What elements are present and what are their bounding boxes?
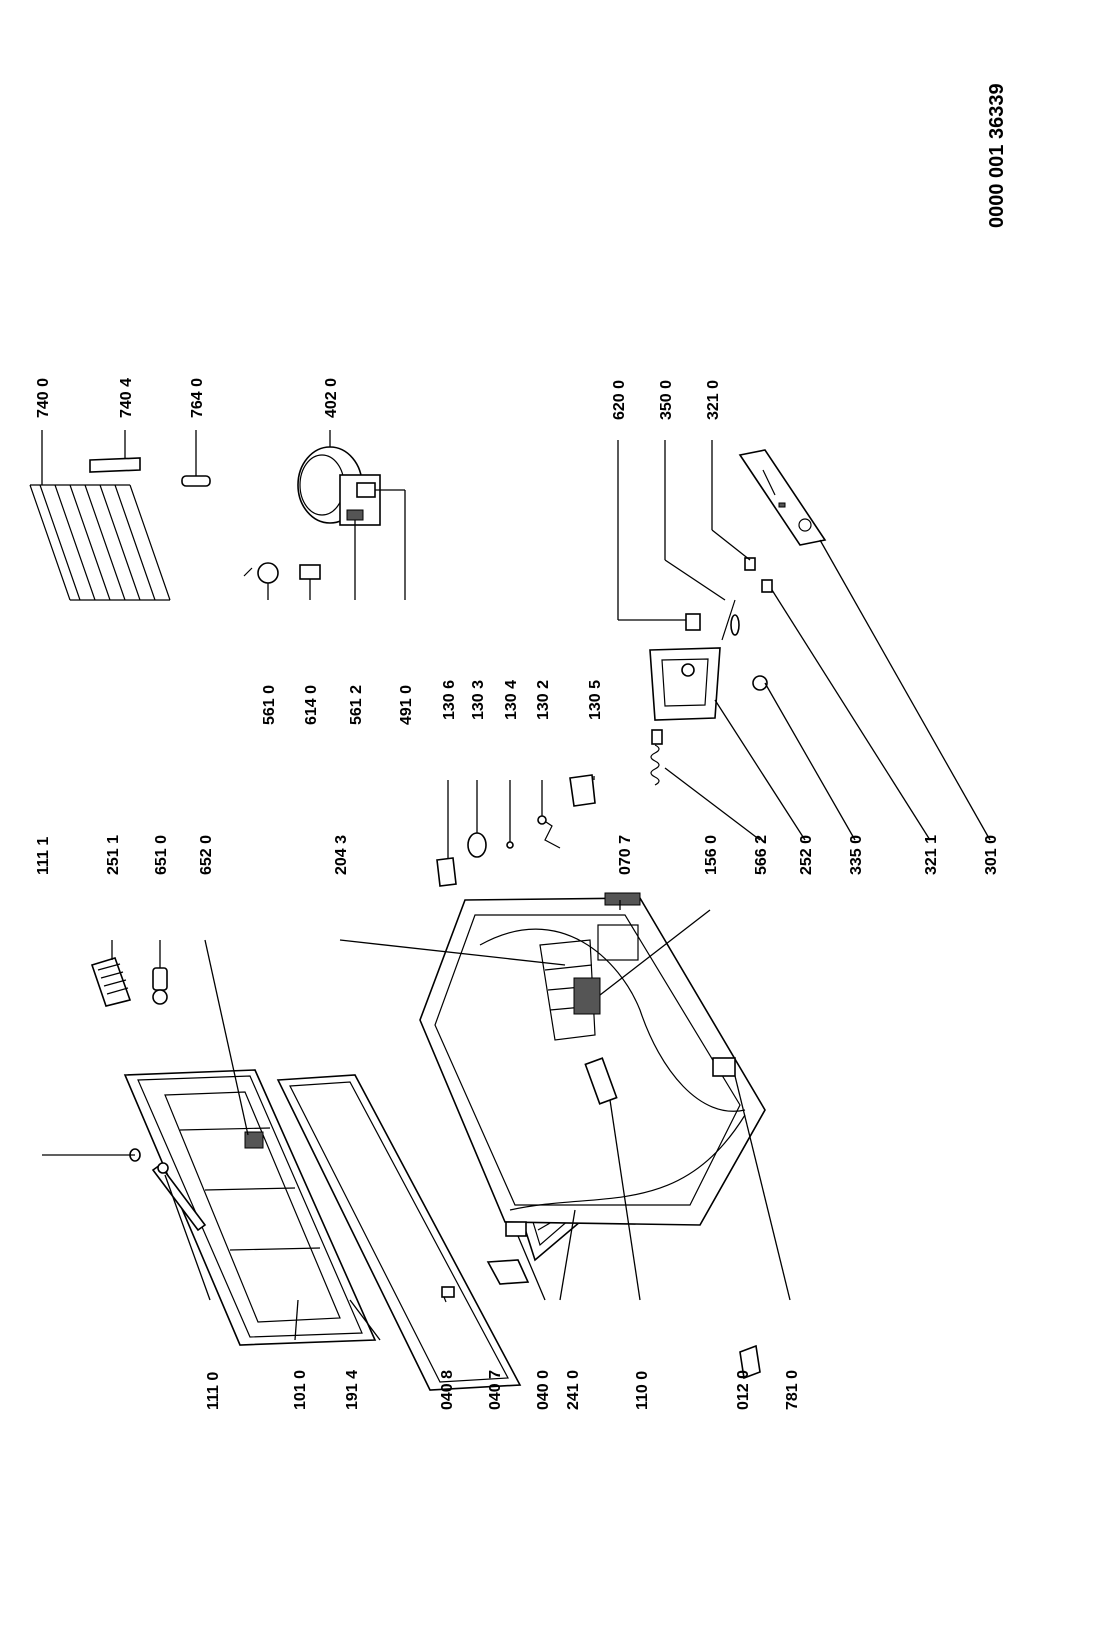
filter-dryer-part (181, 475, 211, 487)
label-321-0: 321 0 (705, 380, 722, 420)
component-561-0-part (243, 562, 279, 584)
label-204-3: 204 3 (333, 835, 350, 875)
grille-part (90, 957, 132, 1007)
control-panel-part (738, 449, 827, 546)
part-labels: 111 0 101 0 191 4 040 8 040 7 040 0 241 … (35, 83, 1008, 1410)
thermostat-box-part (649, 647, 721, 721)
foot-bracket-part (505, 1221, 527, 1237)
label-241-0: 241 0 (565, 1370, 582, 1410)
cabinet-body (419, 892, 766, 1226)
label-130-4: 130 4 (503, 680, 520, 720)
handle-rail-part (584, 1057, 618, 1105)
label-156-0: 156 0 (703, 835, 720, 875)
label-321-1: 321 1 (923, 835, 940, 875)
label-252-0: 252 0 (798, 835, 815, 875)
label-130-5: 130 5 (587, 680, 604, 720)
control-grille-part (573, 977, 601, 1015)
label-561-2: 561 2 (348, 685, 365, 725)
sensor-part (721, 599, 740, 641)
label-402-0: 402 0 (323, 378, 340, 418)
spring-part (650, 729, 663, 786)
clip-130-3-part (467, 832, 487, 858)
label-130-2: 130 2 (535, 680, 552, 720)
condenser-coil-part (29, 484, 171, 601)
gasket-frame-part (276, 1074, 522, 1391)
knob-part (752, 675, 768, 691)
label-040-0: 040 0 (535, 1370, 552, 1410)
connector-part (685, 613, 701, 631)
clip-part (441, 1286, 455, 1303)
document-number: 0000 001 36339 (986, 83, 1008, 228)
leader-lines (41, 430, 991, 1341)
label-651-0: 651 0 (153, 835, 170, 875)
label-614-0: 614 0 (303, 685, 320, 725)
label-764-0: 764 0 (189, 378, 206, 418)
label-012-0: 012 0 (735, 1370, 752, 1410)
bracket-130-2-part (537, 815, 561, 849)
label-040-7: 040 7 (487, 1370, 504, 1410)
compressor-part (297, 446, 381, 526)
label-130-3: 130 3 (470, 680, 487, 720)
hinge-bar-part (151, 1162, 207, 1232)
lid-part (123, 1069, 377, 1346)
label-070-7: 070 7 (617, 835, 634, 875)
label-350-0: 350 0 (658, 380, 675, 420)
screw-130-4-part (506, 841, 514, 849)
label-740-0: 740 0 (35, 378, 52, 418)
coil-bracket-part (89, 457, 141, 473)
label-191-4: 191 4 (344, 1370, 361, 1410)
cap-321-0-part (744, 557, 756, 571)
lamp-part (152, 967, 168, 1005)
relay-part (299, 564, 321, 580)
label-491-0: 491 0 (398, 685, 415, 725)
label-561-0: 561 0 (261, 685, 278, 725)
label-130-6: 130 6 (441, 680, 458, 720)
label-101-0: 101 0 (292, 1370, 309, 1410)
label-652-0: 652 0 (198, 835, 215, 875)
label-335-0: 335 0 (848, 835, 865, 875)
label-566-2: 566 2 (753, 835, 770, 875)
label-111-1: 111 1 (35, 837, 52, 875)
label-781-0: 781 0 (784, 1370, 801, 1410)
cap-321-1-part (761, 579, 773, 593)
label-251-1: 251 1 (105, 835, 122, 875)
label-040-8: 040 8 (439, 1370, 456, 1410)
bracket-part (486, 1259, 530, 1285)
label-111-0: 111 0 (205, 1372, 222, 1410)
label-740-4: 740 4 (118, 378, 135, 418)
label-620-0: 620 0 (611, 380, 628, 420)
label-301-0: 301 0 (983, 835, 1000, 875)
hinge-part (739, 1344, 761, 1380)
label-110-0: 110 0 (634, 1371, 651, 1410)
block-130-5-part (569, 774, 596, 807)
clip-130-6-part (436, 857, 457, 887)
